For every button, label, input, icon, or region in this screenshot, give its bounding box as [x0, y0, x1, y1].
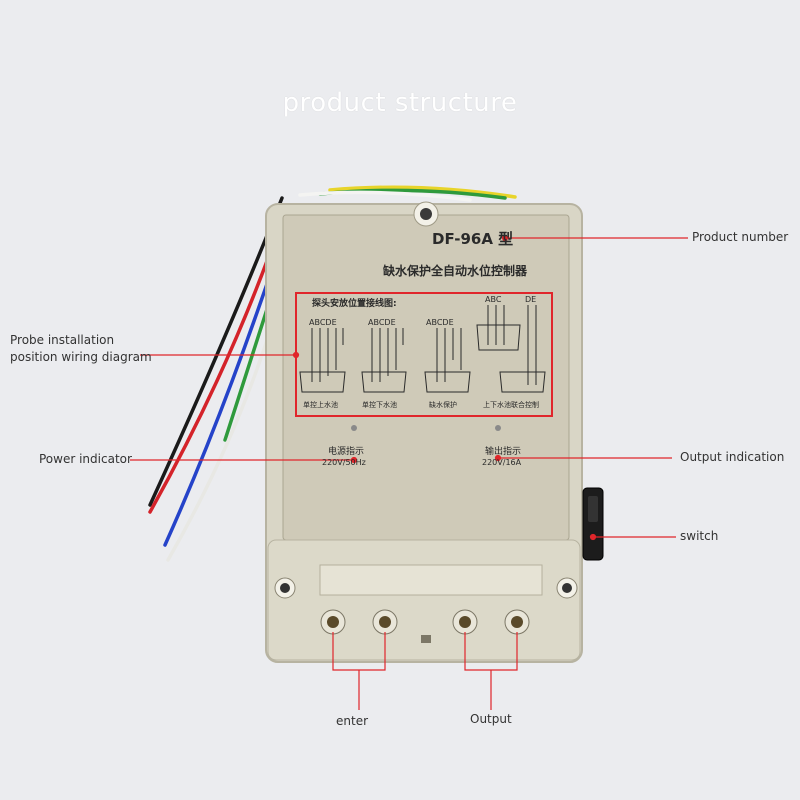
label-output: Output — [470, 712, 512, 726]
output-spec: 220V/16A — [482, 458, 522, 467]
label-enter: enter — [336, 714, 369, 728]
label-probe-wiring: position wiring diagram — [10, 350, 152, 364]
label-switch: switch — [680, 529, 719, 543]
label-product-number: Product number — [692, 230, 789, 244]
caption-4: 上下水池联合控制 — [483, 401, 539, 409]
tank-diagrams — [299, 305, 546, 393]
device-body — [265, 201, 604, 663]
probe-letters-2: ABCDE — [368, 318, 396, 327]
caption-1: 单控上水池 — [303, 401, 338, 409]
label-probe-installation: Probe installation — [10, 333, 115, 347]
probe-letters-5: DE — [525, 295, 537, 304]
probe-letters-3: ABCDE — [426, 318, 454, 327]
model-number: DF-96A 型 — [432, 230, 514, 248]
page-title: product structure — [282, 88, 518, 118]
label-output-indication: Output indication — [680, 450, 785, 464]
label-power-indicator: Power indicator — [39, 452, 132, 466]
leader-lines — [130, 234, 688, 710]
output-led — [495, 425, 501, 431]
power-spec: 220V/50Hz — [322, 458, 366, 467]
power-label: 电源指示 — [328, 447, 365, 457]
output-label: 输出指示 — [485, 447, 522, 457]
probe-letters-4: ABC — [485, 295, 502, 304]
caption-2: 单控下水池 — [362, 401, 397, 409]
wire-yellow — [328, 185, 517, 199]
power-led — [351, 425, 357, 431]
caption-3: 缺水保护 — [429, 401, 457, 409]
device-name: 缺水保护全自动水位控制器 — [383, 264, 528, 278]
diagram-title: 探头安放位置接线图: — [312, 299, 397, 309]
wire-white — [298, 190, 472, 202]
probe-letters-1: ABCDE — [309, 318, 337, 327]
